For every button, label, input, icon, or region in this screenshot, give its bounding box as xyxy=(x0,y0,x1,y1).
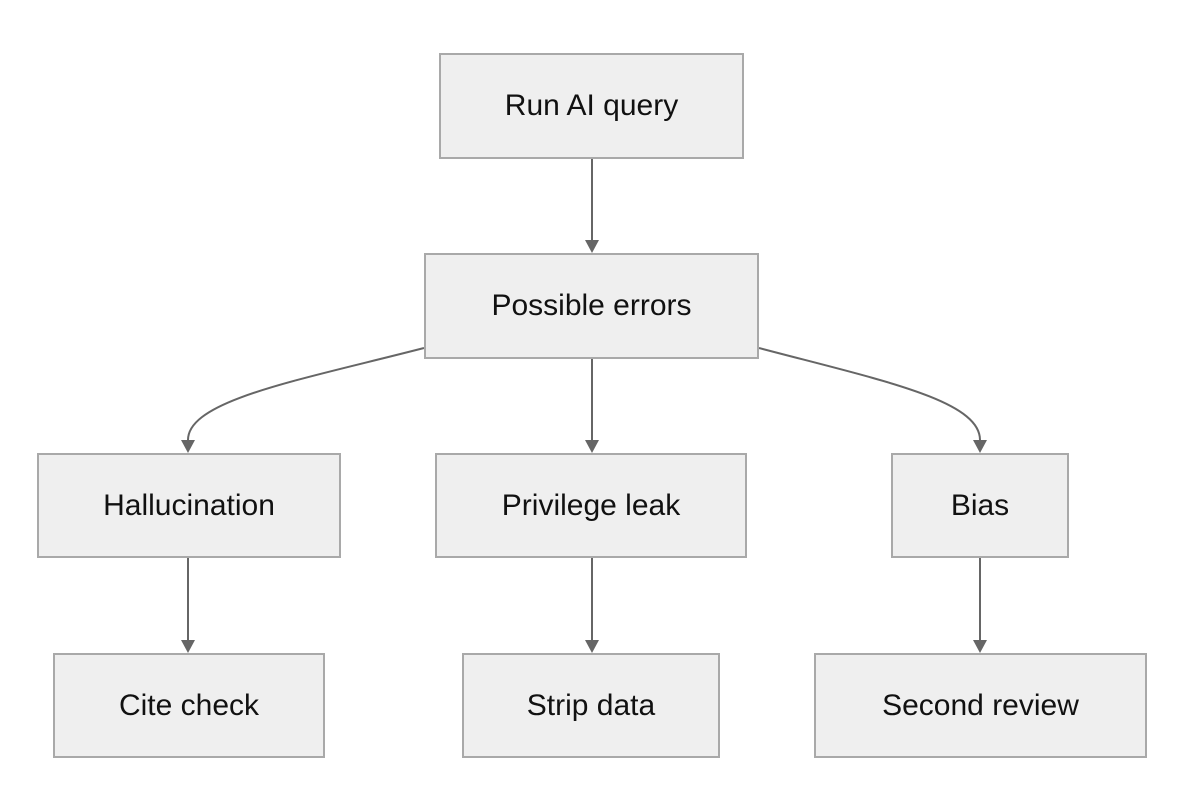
node-bias: Bias xyxy=(891,453,1069,558)
node-possible-errors: Possible errors xyxy=(424,253,759,359)
node-label: Hallucination xyxy=(103,488,275,522)
node-label: Second review xyxy=(882,688,1079,722)
node-label: Cite check xyxy=(118,688,260,722)
node-strip-data: Strip data xyxy=(462,653,720,758)
node-run-ai-query: Run AI query xyxy=(439,53,744,159)
node-label: Run AI query xyxy=(504,89,679,122)
edge-errors-to-hallucination xyxy=(187,347,425,441)
node-second-review: Second review xyxy=(814,653,1147,758)
node-label: Privilege leak xyxy=(501,488,681,522)
node-cite-check: Cite check xyxy=(53,653,325,758)
node-label: Possible errors xyxy=(491,289,692,322)
node-label: Strip data xyxy=(526,688,656,722)
node-label: Bias xyxy=(950,488,1010,522)
edge-errors-to-bias xyxy=(758,347,981,441)
node-privilege-leak: Privilege leak xyxy=(435,453,747,558)
node-hallucination: Hallucination xyxy=(37,453,341,558)
